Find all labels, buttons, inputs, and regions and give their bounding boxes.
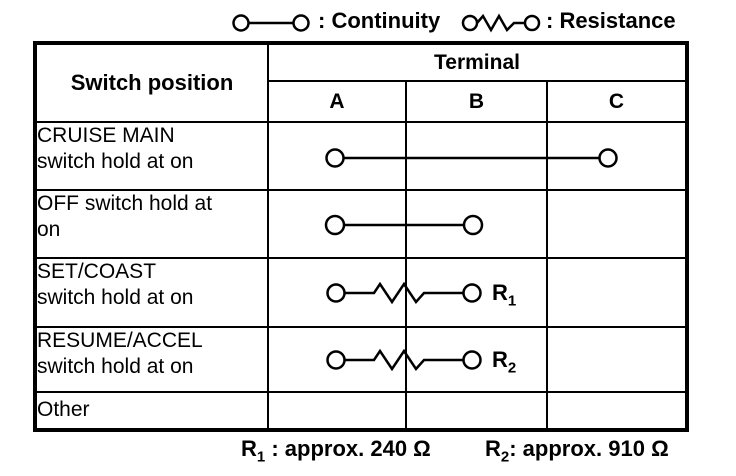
row-label-line1: OFF switch hold at <box>37 192 213 215</box>
footer-r1-value: R1 : approx. 240 Ω <box>241 436 431 465</box>
continuity-symbol-icon <box>232 14 310 32</box>
r2-base: R <box>492 347 508 372</box>
cell-resume-c <box>546 326 688 393</box>
row-label-line2: switch hold at on <box>37 150 194 173</box>
resistor-label-r1: R1 <box>492 281 516 313</box>
header-switch-position: Switch position <box>34 42 269 123</box>
table-row-cruise-main: CRUISE MAIN switch hold at on <box>34 121 688 191</box>
row-label-line1: Other <box>37 398 90 421</box>
cell-set-c <box>546 257 688 328</box>
r1-base: R <box>492 280 508 305</box>
row-label-line1: SET/COAST <box>37 260 157 283</box>
cell-other-c <box>546 391 688 431</box>
cell-other-a <box>267 391 407 431</box>
footer-r1-sub: 1 <box>256 448 266 466</box>
cell-resume-b <box>405 326 548 393</box>
row-label-line2: switch hold at on <box>37 355 194 378</box>
row-label-line2: on <box>37 218 61 241</box>
row-label-other: Other <box>34 391 269 431</box>
cell-set-b <box>405 257 548 328</box>
resistance-symbol-icon <box>461 13 541 33</box>
footer-r2-base: R <box>485 436 501 461</box>
legend-resistance-label: : Resistance <box>546 8 676 33</box>
footer-r1-text: : approx. 240 Ω <box>265 436 431 461</box>
terminal-continuity-table: Switch position Terminal A B C CRUISE MA… <box>33 41 689 432</box>
cell-cruise-a <box>267 121 407 191</box>
table-row-resume-accel: RESUME/ACCEL switch hold at on <box>34 326 688 393</box>
header-terminal-c: C <box>546 80 688 123</box>
row-label-resume-accel: RESUME/ACCEL switch hold at on <box>34 326 269 393</box>
header-terminal-b: B <box>405 80 548 123</box>
row-label-set-coast: SET/COAST switch hold at on <box>34 257 269 328</box>
row-label-cruise-main: CRUISE MAIN switch hold at on <box>34 121 269 191</box>
r2-sub: 2 <box>507 359 517 377</box>
r1-sub: 1 <box>507 292 517 310</box>
header-terminal-a: A <box>267 80 407 123</box>
row-label-line1: CRUISE MAIN <box>37 124 175 147</box>
table-row-other: Other <box>34 391 688 431</box>
table-row-set-coast: SET/COAST switch hold at on <box>34 257 688 328</box>
cell-other-b <box>405 391 548 431</box>
cell-off-b <box>405 189 548 259</box>
cell-off-a <box>267 189 407 259</box>
cell-cruise-b <box>405 121 548 191</box>
footer-r2-text: : approx. 910 Ω <box>509 436 669 461</box>
footer-r1-base: R <box>241 436 257 461</box>
header-terminal: Terminal <box>267 42 688 82</box>
resistor-label-r2: R2 <box>492 348 516 380</box>
cell-set-a <box>267 257 407 328</box>
row-label-line1: RESUME/ACCEL <box>37 329 203 352</box>
row-label-line2: switch hold at on <box>37 286 194 309</box>
footer-r2-sub: 2 <box>500 448 510 466</box>
footer-r2-value: R2: approx. 910 Ω <box>485 436 669 465</box>
table-row-off: OFF switch hold at on <box>34 189 688 259</box>
legend-continuity-label: : Continuity <box>318 8 441 33</box>
cell-off-c <box>546 189 688 259</box>
row-label-off: OFF switch hold at on <box>34 189 269 259</box>
cell-resume-a <box>267 326 407 393</box>
cell-cruise-c <box>546 121 688 191</box>
